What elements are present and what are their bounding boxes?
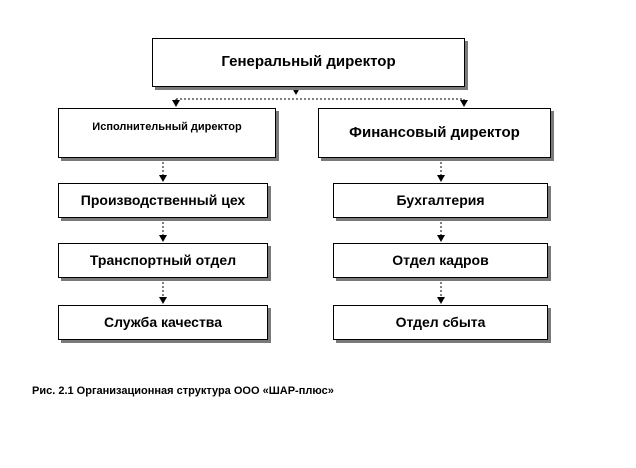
- transport-dept-label: Транспортный отдел: [89, 251, 237, 268]
- financial-director-label: Финансовый директор: [349, 123, 520, 141]
- sales-dept-box: Отдел сбыта: [333, 305, 548, 340]
- transport-dept-box: Транспортный отдел: [58, 243, 268, 278]
- financial-director-box: Финансовый директор: [318, 108, 551, 158]
- sales-dept-label: Отдел сбыта: [395, 313, 486, 330]
- accounting-label: Бухгалтерия: [396, 191, 485, 208]
- hr-dept-label: Отдел кадров: [392, 251, 489, 268]
- production-shop-label: Производственный цех: [80, 191, 246, 208]
- executive-director-label: Исполнительный директор: [92, 121, 242, 133]
- production-shop-box: Производственный цех: [58, 183, 268, 218]
- accounting-box: Бухгалтерия: [333, 183, 548, 218]
- quality-service-box: Служба качества: [58, 305, 268, 340]
- figure-caption: Рис. 2.1 Организационная структура ООО «…: [32, 385, 334, 397]
- executive-director-box: Исполнительный директор: [58, 108, 276, 158]
- ceo-label: Генеральный директор: [221, 53, 396, 71]
- hr-dept-box: Отдел кадров: [333, 243, 548, 278]
- ceo-box: Генеральный директор: [152, 38, 465, 87]
- quality-service-label: Служба качества: [103, 313, 223, 330]
